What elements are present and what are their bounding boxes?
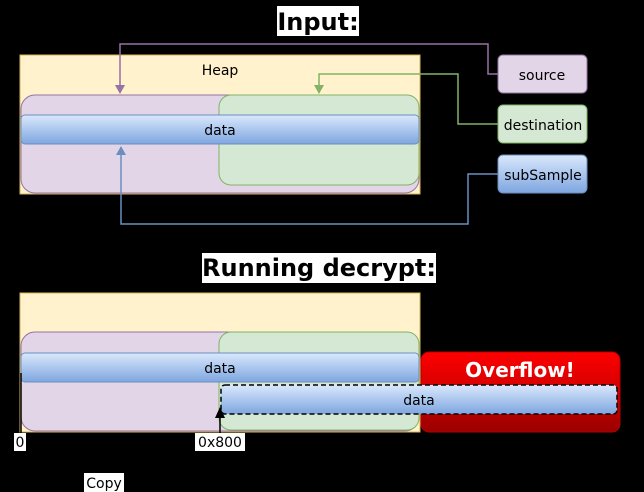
legend-destination-label: destination [504,118,582,134]
running-title-text: Running decrypt: [202,254,436,282]
input-title-text: Input: [277,8,358,36]
input-data-bar: data [20,114,420,145]
copied-data-bar: data [220,384,618,415]
input-data-label: data [204,123,236,139]
source-connector [115,43,498,94]
offset-dest-text: 0x800 [198,435,242,451]
copy-text: Copy [86,476,122,492]
legend-source-label: source [519,68,566,84]
subsample-arrowhead [116,146,126,155]
subsample-connector [116,146,498,225]
offset-dest-arrow [215,407,225,433]
input-title: Input: [277,6,359,36]
offset-zero-text: 0 [16,435,25,451]
legend-source: source [497,54,588,94]
destination-connector [314,73,498,125]
heap-label: Heap [202,63,239,79]
destination-arrowhead [314,85,324,94]
overflow-label: Overflow! [465,358,575,382]
legend-subsample: subSample [497,154,588,194]
copy-tag: Copy [84,473,124,492]
source-arrowhead [115,85,125,94]
copied-data-label: data [403,393,435,409]
running-title: Running decrypt: [202,253,436,283]
legend-subsample-label: subSample [504,168,582,184]
offset-zero-tag: 0 [14,433,26,451]
offset-dest-tag: 0x800 [195,433,245,451]
running-data-bar: data [20,352,420,383]
legend-destination: destination [497,104,588,144]
running-data-label: data [204,361,236,377]
